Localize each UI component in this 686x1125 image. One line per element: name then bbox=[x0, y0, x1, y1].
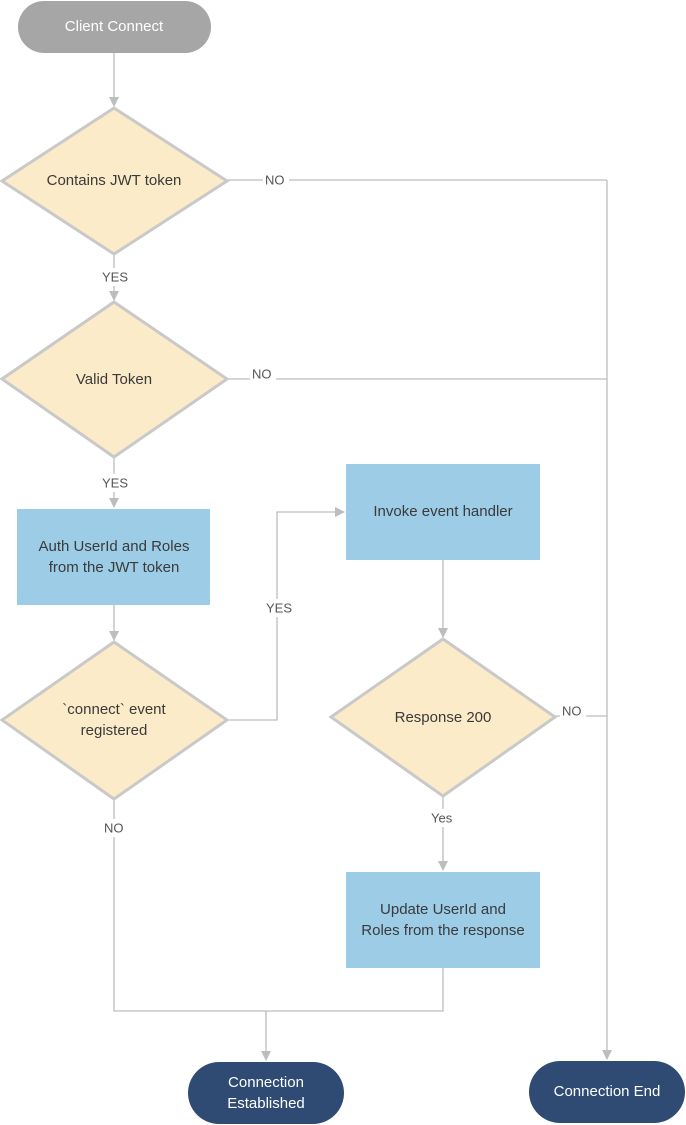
terminal-connection-end-label: Connection End bbox=[554, 1083, 661, 1100]
connectors bbox=[109, 53, 612, 1061]
decision-connect-event-line-1: `connect` event bbox=[62, 701, 166, 718]
edge-update-to-established bbox=[266, 968, 444, 1012]
decision-connect-event-line-2: registered bbox=[81, 722, 148, 739]
decision-response-200-label: Response 200 bbox=[395, 709, 492, 726]
edge-connect-no-to-established bbox=[113, 800, 266, 1012]
decision-connect-event: `connect` event registered bbox=[0, 640, 230, 801]
label-jwt-yes: YES bbox=[102, 269, 128, 284]
decision-valid-token: Valid Token bbox=[0, 300, 230, 459]
process-auth-userid-line-2: from the JWT token bbox=[49, 559, 180, 576]
process-update-userid-line-2: Roles from the response bbox=[361, 922, 524, 939]
process-update-userid-line-1: Update UserId and bbox=[380, 901, 506, 918]
process-update-userid: Update UserId and Roles from the respons… bbox=[346, 872, 540, 968]
label-jwt-no: NO bbox=[265, 172, 285, 187]
label-response-no: NO bbox=[562, 703, 582, 718]
terminal-connection-established-line-1: Connection bbox=[228, 1074, 304, 1091]
process-auth-userid: Auth UserId and Roles from the JWT token bbox=[17, 509, 210, 605]
terminal-connection-end: Connection End bbox=[529, 1061, 685, 1123]
label-valid-no: NO bbox=[252, 366, 272, 381]
decision-response-200: Response 200 bbox=[328, 637, 558, 798]
decision-contains-jwt: Contains JWT token bbox=[0, 106, 230, 256]
label-connect-yes: YES bbox=[266, 600, 292, 615]
label-connect-no: NO bbox=[104, 820, 124, 835]
terminal-connection-established-line-2: Established bbox=[227, 1095, 305, 1112]
start-terminal: Client Connect bbox=[18, 1, 211, 53]
process-invoke-handler-label: Invoke event handler bbox=[373, 503, 512, 520]
label-valid-yes: YES bbox=[102, 475, 128, 490]
decision-contains-jwt-label: Contains JWT token bbox=[47, 172, 182, 189]
start-terminal-label: Client Connect bbox=[65, 18, 164, 35]
process-invoke-handler: Invoke event handler bbox=[346, 464, 540, 560]
process-auth-userid-line-1: Auth UserId and Roles bbox=[39, 538, 190, 555]
edge-labels: NO YES NO YES YES NO NO Yes bbox=[100, 171, 586, 837]
decision-valid-token-label: Valid Token bbox=[76, 371, 152, 388]
terminal-connection-established: Connection Established bbox=[188, 1062, 344, 1124]
label-response-yes: Yes bbox=[431, 810, 453, 825]
